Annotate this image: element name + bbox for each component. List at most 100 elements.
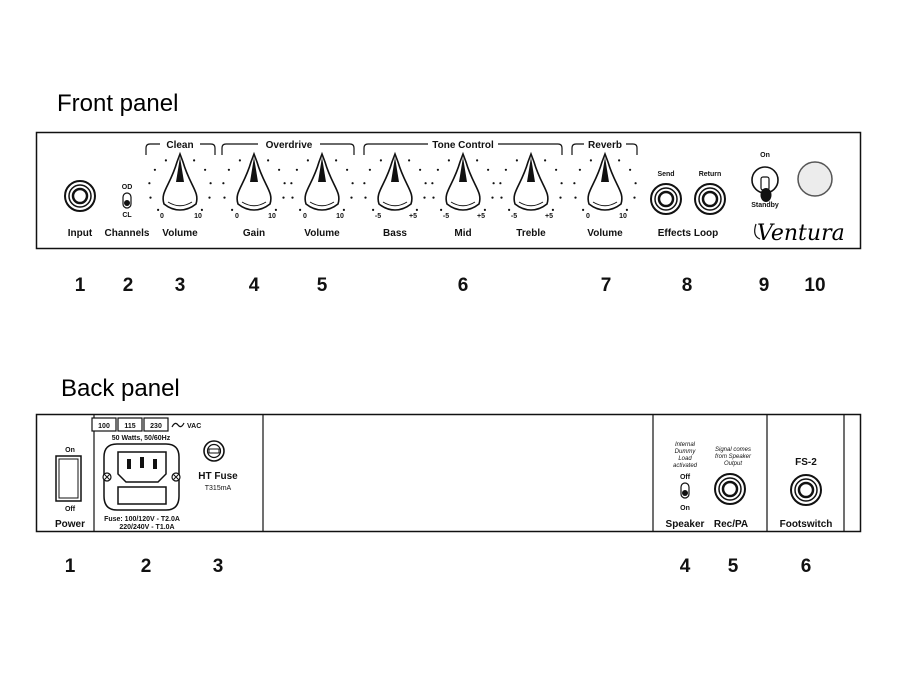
- bass-label: Bass: [383, 228, 407, 239]
- svg-text:Dummy: Dummy: [675, 449, 697, 455]
- svg-text:10: 10: [268, 213, 276, 220]
- clean-volume-label: Volume: [162, 228, 198, 239]
- back-panel-title: Back panel: [61, 375, 180, 402]
- svg-text:0: 0: [235, 213, 239, 220]
- front-callout-10: 10: [804, 275, 825, 296]
- gain-label: Gain: [243, 228, 265, 239]
- recpa-label: Rec/PA: [714, 519, 748, 530]
- mid-label: Mid: [454, 228, 471, 239]
- svg-text:Signal comes: Signal comes: [715, 447, 751, 453]
- svg-text:Output: Output: [724, 461, 742, 467]
- front-callout-4: 4: [249, 275, 260, 296]
- power-on-label: On: [65, 447, 75, 454]
- back-callout-1: 1: [65, 556, 76, 577]
- fuse-drawer-icon[interactable]: [117, 486, 167, 505]
- standby-toggle-lever-icon: [760, 188, 772, 202]
- front-callout-7: 7: [601, 275, 612, 296]
- treble-scale-dots: [499, 155, 563, 211]
- input-label: Input: [68, 228, 93, 239]
- front-panel-title: Front panel: [57, 90, 178, 117]
- channel-od-label: OD: [122, 184, 133, 191]
- svg-text:10: 10: [194, 213, 202, 220]
- inlet-screw-left-cross-icon: [104, 474, 110, 480]
- back-panel-dividers: [93, 415, 845, 531]
- wattage-label: 50 Watts, 50/60Hz: [112, 435, 171, 442]
- treble-label: Treble: [516, 228, 546, 239]
- svg-text:from Speaker: from Speaker: [715, 454, 752, 460]
- speaker-label: Speaker: [666, 519, 705, 530]
- power-rocker-face-icon: [58, 458, 79, 499]
- return-label: Return: [699, 171, 722, 178]
- back-callout-3: 3: [213, 556, 224, 577]
- group-label-clean: Clean: [166, 140, 193, 151]
- group-label-tone-control: Tone Control: [432, 140, 494, 151]
- back-callout-6: 6: [801, 556, 812, 577]
- footswitch-jack-icon[interactable]: [789, 473, 823, 507]
- svg-text:Internal: Internal: [675, 442, 696, 448]
- channels-label: Channels: [104, 228, 149, 239]
- back-callout-5: 5: [728, 556, 739, 577]
- speaker-off-label: Off: [680, 474, 691, 481]
- send-jack-icon[interactable]: [649, 182, 683, 216]
- svg-text:-5: -5: [443, 213, 449, 220]
- svg-text:-5: -5: [375, 213, 381, 220]
- inlet-screw-right-cross-icon: [173, 474, 179, 480]
- return-jack-icon[interactable]: [693, 182, 727, 216]
- front-callout-1: 1: [75, 275, 86, 296]
- dummy-load-note: Internal Dummy Load activated: [673, 442, 698, 469]
- fs2-label: FS-2: [795, 457, 817, 468]
- signal-note: Signal comes from Speaker Output: [715, 447, 752, 467]
- group-label-overdrive: Overdrive: [266, 140, 313, 151]
- switch-on-label: On: [760, 152, 770, 159]
- power-rocker-switch-icon[interactable]: [55, 455, 82, 502]
- send-label: Send: [657, 171, 674, 178]
- gain-scale-dots: [222, 155, 286, 211]
- svg-text:0: 0: [160, 213, 164, 220]
- ht-fuse-rating: T315mA: [205, 485, 232, 492]
- front-callout-9: 9: [759, 275, 770, 296]
- ht-fuse-cap-icon: [206, 443, 222, 459]
- footswitch-label: Footswitch: [780, 519, 833, 530]
- channel-cl-label: CL: [122, 212, 132, 219]
- svg-text:0: 0: [586, 213, 590, 220]
- voltage-230: 230: [150, 423, 162, 430]
- svg-text:Load: Load: [678, 456, 692, 462]
- input-jack-icon[interactable]: [63, 179, 97, 213]
- voltage-selector[interactable]: [91, 417, 169, 432]
- voltage-100: 100: [98, 423, 110, 430]
- switch-standby-label: Standby: [751, 202, 779, 209]
- fuse-spec-line-2: 220/240V - T1.0A: [119, 524, 174, 531]
- svg-text:0: 0: [303, 213, 307, 220]
- ht-fuse-label: HT Fuse: [198, 471, 238, 482]
- group-brackets: [145, 143, 638, 155]
- speaker-on-label: On: [680, 505, 690, 512]
- vac-label: VAC: [187, 423, 201, 430]
- recpa-jack-icon[interactable]: [713, 472, 747, 506]
- power-jewel-icon: [797, 161, 833, 197]
- standby-toggle-stem-icon: [760, 176, 770, 191]
- back-callout-4: 4: [680, 556, 691, 577]
- front-callout-8: 8: [682, 275, 693, 296]
- iec-pin-ground-icon: [140, 457, 144, 468]
- svg-text:10: 10: [336, 213, 344, 220]
- front-callout-6: 6: [458, 275, 469, 296]
- power-off-label: Off: [65, 506, 76, 513]
- iec-pin-left-icon: [127, 459, 131, 469]
- front-callout-5: 5: [317, 275, 328, 296]
- brand-logo: Ventura: [757, 221, 845, 246]
- voltage-115: 115: [124, 423, 135, 430]
- back-callout-numbers: 1 2 3 4 5 6: [65, 556, 812, 577]
- svg-text:+5: +5: [477, 213, 485, 220]
- back-callout-2: 2: [141, 556, 152, 577]
- reverb-volume-label: Volume: [587, 228, 623, 239]
- svg-text:10: 10: [619, 213, 627, 220]
- front-callout-3: 3: [175, 275, 186, 296]
- fuse-spec-line-1: Fuse: 100/120V - T2.0A: [104, 516, 180, 523]
- channel-switch-lever-icon: [124, 200, 130, 206]
- svg-text:-5: -5: [511, 213, 517, 220]
- power-label: Power: [55, 519, 85, 530]
- effects-loop-label: Effects Loop: [658, 228, 719, 239]
- svg-text:activated: activated: [673, 463, 698, 469]
- front-callout-2: 2: [123, 275, 134, 296]
